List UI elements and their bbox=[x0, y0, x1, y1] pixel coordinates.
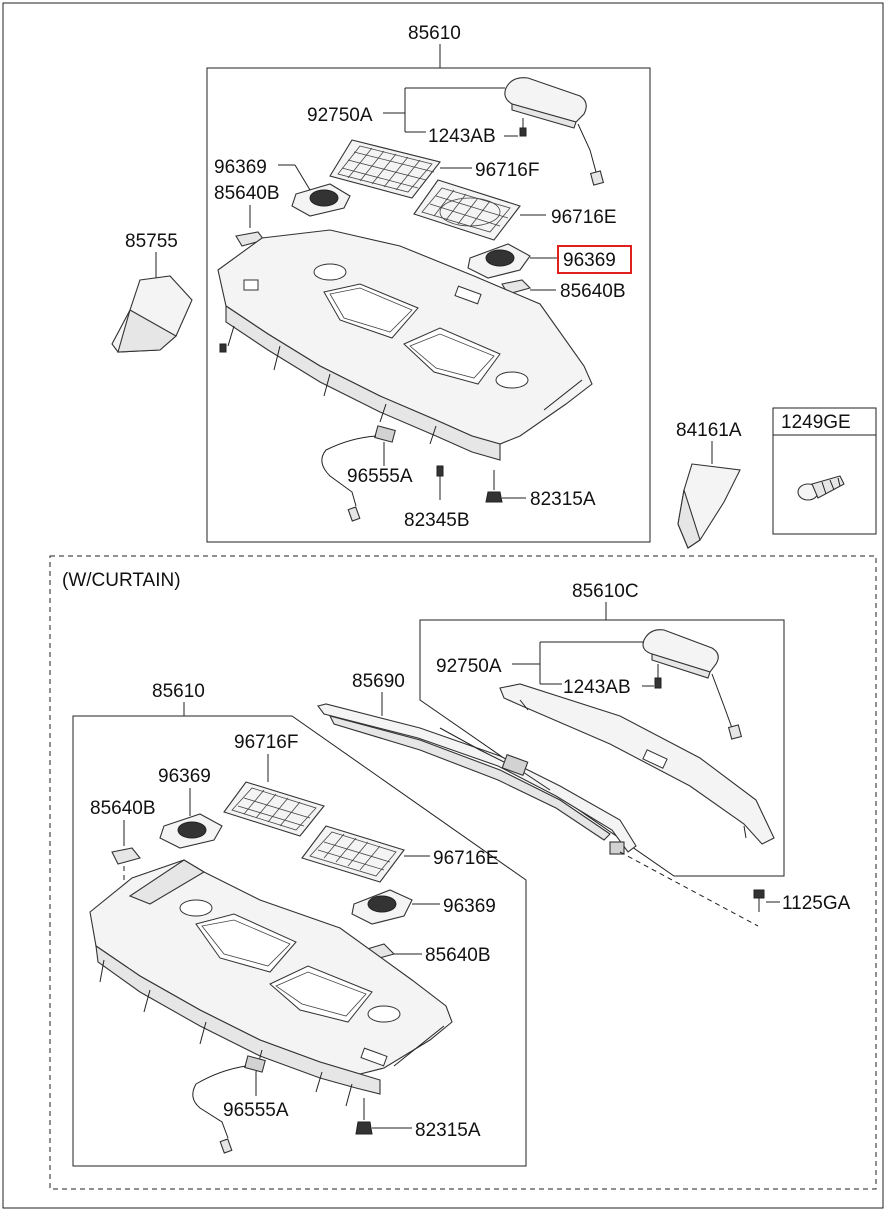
clip-82315A-upper[interactable] bbox=[485, 470, 503, 503]
bolt-1243AB-upper[interactable] bbox=[504, 118, 527, 137]
speaker-cover-96369-b-lower[interactable] bbox=[351, 889, 413, 925]
label-85640B-right-upper[interactable]: 85640B bbox=[560, 281, 626, 302]
label-82345B[interactable]: 82345B bbox=[404, 510, 470, 531]
side-trim-85755[interactable] bbox=[111, 275, 193, 353]
label-96716F-upper[interactable]: 96716F bbox=[475, 160, 539, 181]
speaker-cover-96369-right-upper[interactable] bbox=[467, 243, 531, 279]
label-1243AB-upper[interactable]: 1243AB bbox=[428, 126, 496, 147]
stop-lamp-upper[interactable] bbox=[504, 77, 605, 186]
label-85640B-b-lower[interactable]: 85640B bbox=[425, 945, 491, 966]
speaker-grille-96716E-upper[interactable] bbox=[413, 179, 521, 241]
screw-1249GE-box bbox=[772, 407, 877, 535]
bolt-1243AB-lower[interactable] bbox=[642, 664, 662, 689]
package-tray-upper[interactable] bbox=[217, 229, 593, 461]
bolt-82345B[interactable] bbox=[436, 465, 444, 500]
label-1125GA[interactable]: 1125GA bbox=[782, 893, 851, 914]
speaker-grille-96716F-lower[interactable] bbox=[223, 781, 325, 837]
harness-96555A-lower[interactable] bbox=[192, 1055, 266, 1154]
label-85610C[interactable]: 85610C bbox=[572, 581, 639, 602]
label-85610-upper[interactable]: 85610 bbox=[408, 23, 461, 44]
label-92750A-lower[interactable]: 92750A bbox=[436, 656, 502, 677]
label-85690[interactable]: 85690 bbox=[352, 671, 405, 692]
curtain-section-frame bbox=[49, 555, 877, 1190]
label-96716E-upper[interactable]: 96716E bbox=[551, 207, 617, 228]
label-96716E-lower[interactable]: 96716E bbox=[433, 848, 499, 869]
stop-lamp-lower[interactable] bbox=[642, 629, 743, 740]
upper-cover-85610C[interactable] bbox=[499, 683, 775, 845]
bolt-1125GA[interactable] bbox=[753, 889, 765, 912]
side-trim-84161A[interactable] bbox=[677, 463, 741, 549]
speaker-grille-96716F-upper[interactable] bbox=[329, 139, 441, 199]
speaker-grille-96716E-lower[interactable] bbox=[301, 825, 405, 883]
label-1243AB-lower[interactable]: 1243AB bbox=[563, 677, 631, 698]
speaker-cover-96369-a-lower[interactable] bbox=[159, 813, 223, 849]
label-96369-right-upper[interactable]: 96369 bbox=[563, 250, 616, 271]
label-1249GE[interactable]: 1249GE bbox=[781, 412, 851, 433]
label-85640B-left-upper[interactable]: 85640B bbox=[214, 183, 280, 204]
label-84161A[interactable]: 84161A bbox=[676, 420, 742, 441]
label-82315A-upper[interactable]: 82315A bbox=[530, 489, 596, 510]
label-85640B-a-lower[interactable]: 85640B bbox=[90, 798, 156, 819]
label-85610-lower[interactable]: 85610 bbox=[152, 681, 205, 702]
screw-1249GE-icon[interactable] bbox=[797, 475, 845, 501]
label-96555A-lower[interactable]: 96555A bbox=[223, 1100, 289, 1121]
label-96369-b-lower[interactable]: 96369 bbox=[443, 896, 496, 917]
harness-96555A-upper[interactable] bbox=[321, 425, 396, 522]
highlight-box-96369 bbox=[557, 245, 632, 274]
speaker-cover-96369-left-upper[interactable] bbox=[291, 183, 351, 217]
package-tray-lower[interactable] bbox=[89, 859, 453, 1107]
label-96369-left-upper[interactable]: 96369 bbox=[214, 157, 267, 178]
assembly-85610C-box bbox=[419, 619, 785, 877]
label-96369-a-lower[interactable]: 96369 bbox=[158, 766, 211, 787]
upper-assembly-box bbox=[206, 67, 651, 543]
label-92750A-upper[interactable]: 92750A bbox=[307, 105, 373, 126]
label-96716F-lower[interactable]: 96716F bbox=[234, 732, 298, 753]
clip-85640B-a-lower[interactable] bbox=[111, 847, 141, 865]
sunshade-curtain-85690[interactable] bbox=[317, 703, 637, 855]
label-85755[interactable]: 85755 bbox=[125, 231, 178, 252]
label-96555A-upper[interactable]: 96555A bbox=[347, 466, 413, 487]
curtain-section-label: (W/CURTAIN) bbox=[62, 570, 181, 591]
label-82315A-lower[interactable]: 82315A bbox=[415, 1120, 481, 1141]
clip-82315A-lower[interactable] bbox=[355, 1098, 373, 1135]
assembly-85610-lower-box bbox=[72, 715, 527, 1167]
